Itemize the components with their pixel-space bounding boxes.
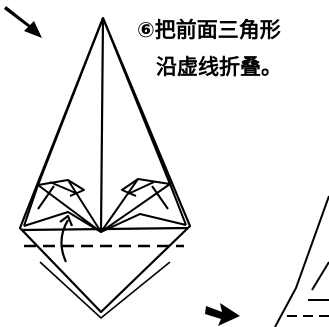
left-flap bbox=[23, 179, 102, 233]
instruction-line-2: 沿虚线折叠。 bbox=[156, 55, 282, 79]
step-marker: ⑥ bbox=[137, 18, 155, 42]
instruction-text: ⑥把前面三角形 沿虚线折叠。 bbox=[137, 12, 329, 86]
pointer-arrow-icon bbox=[4, 6, 42, 38]
fold-up-arrow-icon bbox=[59, 214, 74, 263]
right-flap bbox=[100, 178, 187, 233]
instruction-line-1: 把前面三角形 bbox=[154, 18, 281, 42]
lower-layer-edges bbox=[39, 261, 171, 320]
next-step-diagram bbox=[274, 195, 329, 327]
pointer-arrow-icon bbox=[205, 303, 240, 326]
center-crease bbox=[99, 17, 105, 233]
kite-shape bbox=[18, 16, 192, 314]
base-line bbox=[21, 226, 189, 232]
